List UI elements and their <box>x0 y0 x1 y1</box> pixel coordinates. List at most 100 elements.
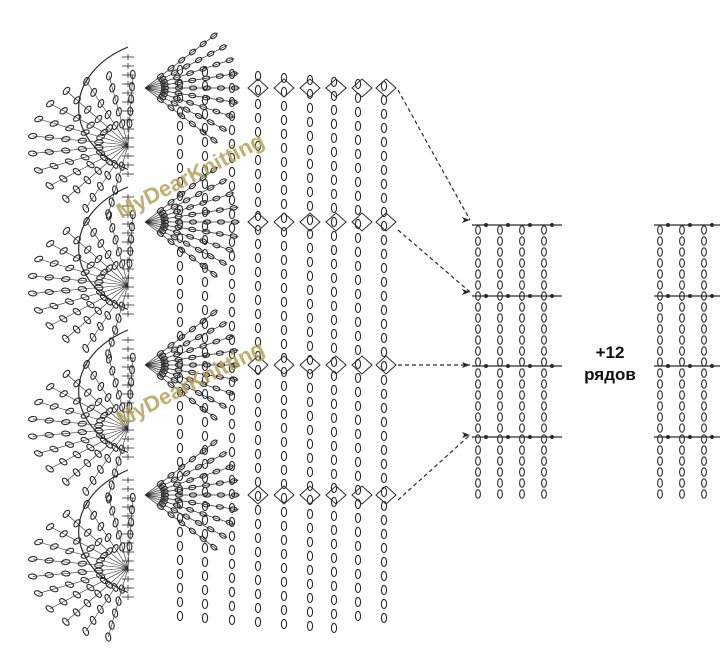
scallop-stitch <box>115 313 122 323</box>
scallop-stitch <box>59 315 68 323</box>
fan-stitch <box>160 82 169 88</box>
column-chain <box>380 542 388 554</box>
column-chain <box>306 620 314 632</box>
scallop-stitch <box>72 168 82 176</box>
column-chain <box>306 368 314 380</box>
panel-chain <box>519 412 525 422</box>
fan-stitch <box>167 471 175 479</box>
column-chain <box>176 106 184 118</box>
scallop-spoke <box>50 386 129 429</box>
scallop-stitch <box>115 107 122 117</box>
panel-knot <box>688 223 692 227</box>
scallop-stitch <box>89 192 97 202</box>
scallop-stitch <box>111 121 119 131</box>
panel-chain <box>497 412 503 422</box>
column-chain <box>380 486 388 498</box>
column-chain <box>306 298 314 310</box>
fan-stitch <box>219 321 227 328</box>
scallop-stitch <box>28 132 38 139</box>
column-chain <box>280 394 288 406</box>
column-chain <box>201 486 209 498</box>
fan-stitch <box>182 240 191 247</box>
scallop-stitch <box>77 146 88 153</box>
scallop-stitch <box>126 401 133 412</box>
column-chain <box>306 592 314 604</box>
column-chain <box>254 154 262 166</box>
panel-chain <box>519 401 525 411</box>
scallop-stitch <box>90 510 98 520</box>
fan-stitch <box>186 233 195 240</box>
column-chain <box>354 330 362 342</box>
column-chain <box>380 556 388 568</box>
column-chain <box>201 332 209 344</box>
panel-chain <box>701 445 707 455</box>
column-chain <box>254 448 262 460</box>
fan-stitch <box>188 397 197 405</box>
column-chain <box>330 216 338 228</box>
fan-stitch <box>182 106 191 113</box>
diamond-stitch <box>273 78 295 98</box>
column-chain <box>306 242 314 254</box>
diamond-stitch <box>299 355 321 375</box>
panel-chain <box>497 390 503 400</box>
panel-chain <box>497 269 503 279</box>
column-chain <box>380 472 388 484</box>
column-chain <box>280 324 288 336</box>
scallop-stitch <box>96 273 106 281</box>
fan-stitch <box>170 100 179 107</box>
fan-stitch <box>182 63 191 70</box>
column-chain <box>228 600 236 612</box>
panel-chain <box>541 346 547 356</box>
column-chain <box>380 164 388 176</box>
column-chain <box>306 284 314 296</box>
column-chain <box>228 236 236 248</box>
column-chain <box>380 458 388 470</box>
fan-stitch <box>194 389 203 397</box>
panel-chain <box>679 335 685 345</box>
panel-chain <box>475 412 481 422</box>
scallop-stitch <box>90 87 98 97</box>
fan-stitch <box>206 327 215 334</box>
column-chain <box>330 468 338 480</box>
column-chain <box>228 544 236 556</box>
column-chain <box>228 516 236 528</box>
column-chain <box>176 568 184 580</box>
column-chain <box>176 540 184 552</box>
fan-stitch <box>225 389 234 396</box>
column-chain <box>330 76 338 88</box>
column-chain <box>354 526 362 538</box>
panel-chain <box>541 390 547 400</box>
column-chain <box>176 512 184 524</box>
column-chain <box>330 188 338 200</box>
panel-chain <box>541 324 547 334</box>
column-chain <box>354 498 362 510</box>
column-chain <box>254 364 262 376</box>
column-chain <box>254 406 262 418</box>
scallop-stitch <box>44 134 55 141</box>
panel-chain <box>541 335 547 345</box>
column-chain <box>254 476 262 488</box>
column-chain <box>354 190 362 202</box>
column-chain <box>201 346 209 358</box>
panel-chain <box>475 467 481 477</box>
scallop-spoke <box>65 427 129 482</box>
fan-stitch <box>199 535 207 543</box>
fan-stitch <box>188 48 197 56</box>
column-chain <box>330 370 338 382</box>
scallop-stitch <box>128 377 135 387</box>
column-chain <box>330 90 338 102</box>
column-chain <box>306 186 314 198</box>
panel-chain <box>701 456 707 466</box>
fan-stitch <box>188 211 197 218</box>
column-chain <box>354 106 362 118</box>
panel-knot <box>484 223 488 227</box>
scallop-stitch <box>109 506 116 516</box>
column-chain <box>254 602 262 614</box>
scallop-stitch <box>64 158 75 165</box>
scallop-stitch <box>33 590 43 597</box>
column-chain <box>330 328 338 340</box>
column-chain <box>201 80 209 92</box>
panel-chain <box>657 401 663 411</box>
column-chain <box>280 212 288 224</box>
scallop-stitch <box>49 403 59 410</box>
